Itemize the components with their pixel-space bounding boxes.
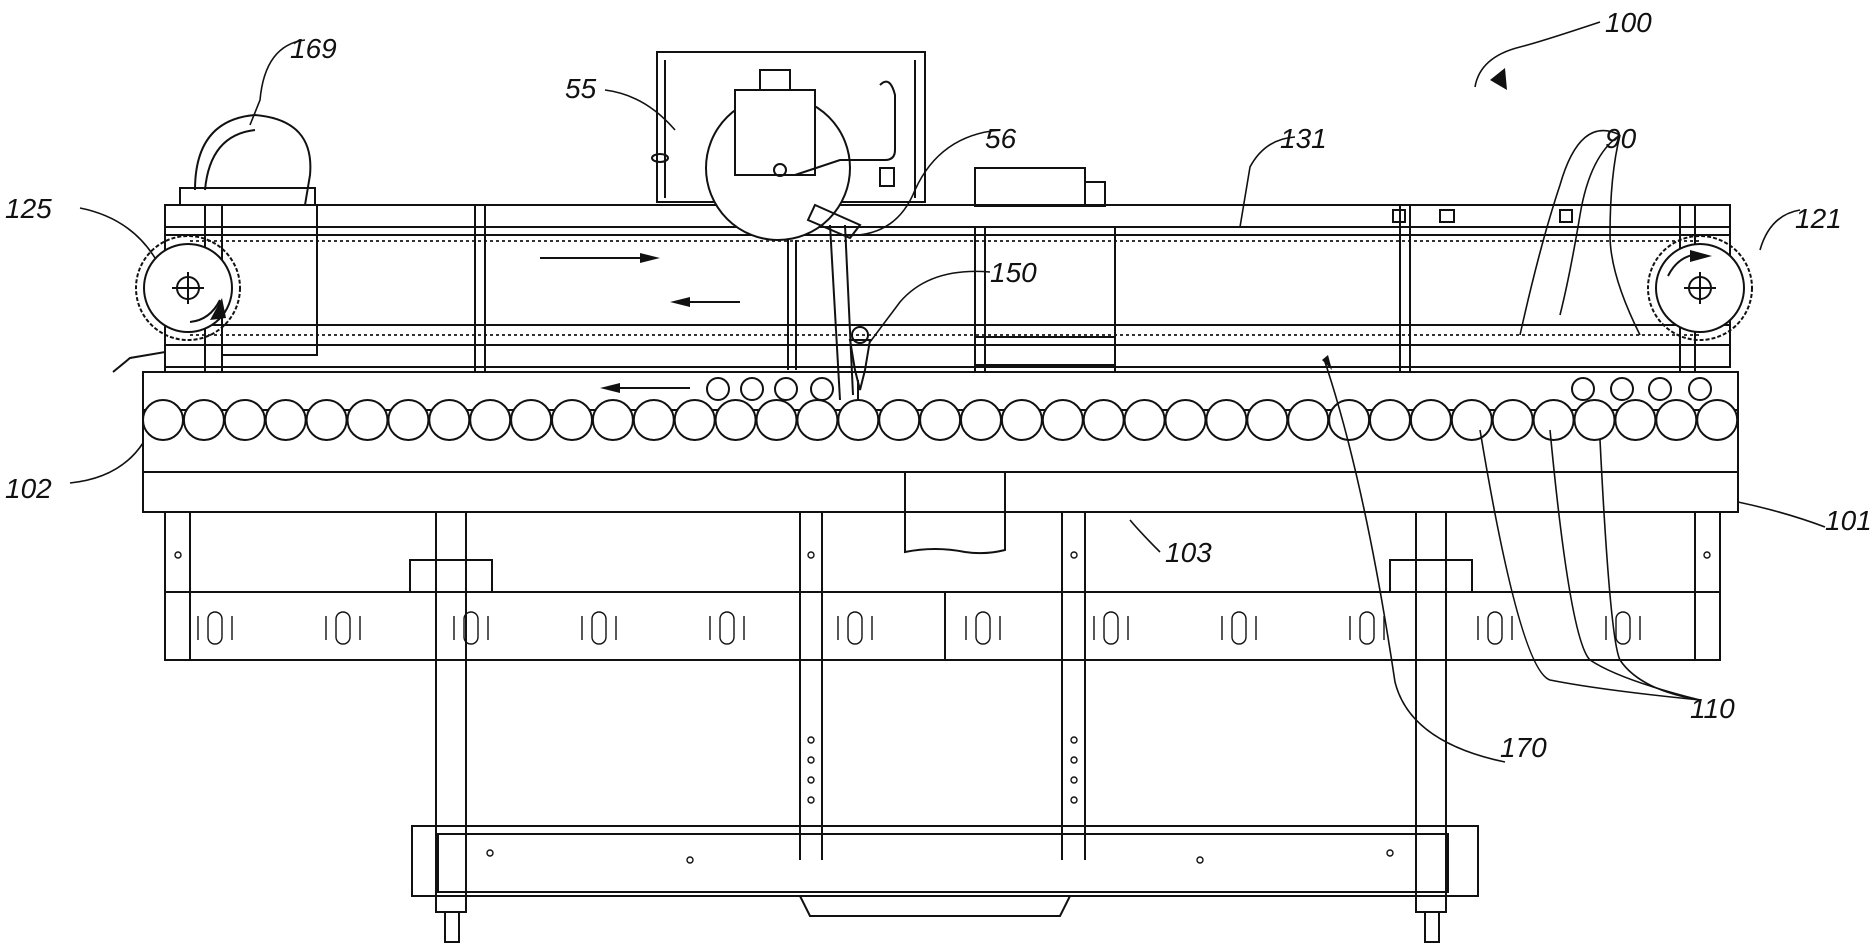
sprocket-right (1648, 236, 1752, 340)
label-saw: 55 (565, 73, 597, 104)
label-objects: 90 (1605, 123, 1637, 154)
roller (1166, 400, 1206, 440)
hole (1387, 850, 1393, 856)
label-sprocket-left: 125 (5, 193, 52, 224)
hole (808, 552, 814, 558)
slot (720, 612, 734, 644)
roller (184, 400, 224, 440)
hole (808, 757, 814, 763)
roller (552, 400, 592, 440)
object (1689, 378, 1711, 400)
slot (1488, 612, 1502, 644)
hole (1704, 552, 1710, 558)
hole (1071, 797, 1077, 803)
object (741, 378, 763, 400)
roller (961, 400, 1001, 440)
hole (1071, 777, 1077, 783)
roller (593, 400, 633, 440)
label-frame-left: 102 (5, 473, 52, 504)
motor (180, 115, 315, 205)
roller (675, 400, 715, 440)
hole (487, 850, 493, 856)
roller (1125, 400, 1165, 440)
label-frame-right: 101 (1825, 505, 1872, 536)
label-chain: 131 (1280, 123, 1327, 154)
roller (348, 400, 388, 440)
roller (1002, 400, 1042, 440)
label-frame-lower: 103 (1165, 537, 1212, 568)
roller (143, 400, 183, 440)
object (1611, 378, 1633, 400)
roller (225, 400, 265, 440)
roller (511, 400, 551, 440)
roller (307, 400, 347, 440)
roller (1575, 400, 1615, 440)
slot (1104, 612, 1118, 644)
roller (1043, 400, 1083, 440)
roller (716, 400, 756, 440)
roller (1697, 400, 1737, 440)
roller (1288, 400, 1328, 440)
roller (1206, 400, 1246, 440)
roller (634, 400, 674, 440)
roller (429, 400, 469, 440)
roller (797, 400, 837, 440)
object (811, 378, 833, 400)
roller (1370, 400, 1410, 440)
leader-lines (70, 40, 1825, 700)
roller (1452, 400, 1492, 440)
label-blade-arm: 56 (985, 123, 1017, 154)
roller (1247, 400, 1287, 440)
lower-frame (165, 512, 1720, 942)
upper-frame (113, 168, 1730, 372)
conveyor-bed (143, 372, 1738, 553)
object (775, 378, 797, 400)
label-motor: 169 (290, 33, 337, 64)
slot (592, 612, 606, 644)
hole (1071, 552, 1077, 558)
hole (808, 777, 814, 783)
roller (388, 400, 428, 440)
roller (1411, 400, 1451, 440)
roller (838, 400, 878, 440)
roller (879, 400, 919, 440)
roller (1329, 400, 1369, 440)
roller (1493, 400, 1533, 440)
label-rollers: 110 (1690, 693, 1735, 724)
object (707, 378, 729, 400)
slot (848, 612, 862, 644)
slot (976, 612, 990, 644)
hole (175, 552, 181, 558)
assembly-arrow (1475, 22, 1600, 90)
hole (1071, 757, 1077, 763)
label-path: 170 (1500, 732, 1547, 763)
roller (920, 400, 960, 440)
roller-row (143, 400, 1737, 440)
hole (808, 797, 814, 803)
roller (757, 400, 797, 440)
label-sprocket-right: 121 (1795, 203, 1842, 234)
roller (470, 400, 510, 440)
roller (1656, 400, 1696, 440)
object (1649, 378, 1671, 400)
slot (1232, 612, 1246, 644)
object (1572, 378, 1594, 400)
label-paddle: 150 (990, 257, 1037, 288)
slot (1616, 612, 1630, 644)
slot (1360, 612, 1374, 644)
slot (336, 612, 350, 644)
hole (1071, 737, 1077, 743)
roller (1615, 400, 1655, 440)
roller (266, 400, 306, 440)
hole (687, 857, 693, 863)
beam-slots (198, 612, 1640, 644)
roller (1084, 400, 1124, 440)
roller (1534, 400, 1574, 440)
hole (808, 737, 814, 743)
slot (208, 612, 222, 644)
leg-holes (175, 552, 1710, 863)
hole (1197, 857, 1203, 863)
label-assembly: 100 (1605, 7, 1652, 38)
